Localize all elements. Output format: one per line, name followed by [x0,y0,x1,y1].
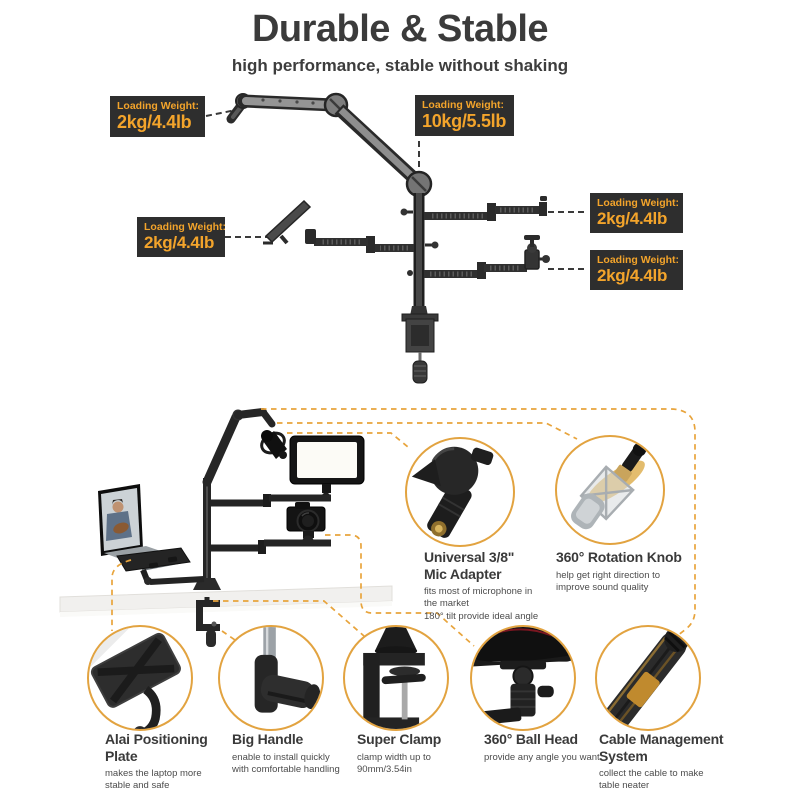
label-heading: Loading Weight: [144,221,227,233]
feature-title: 360° Rotation Knob [556,549,682,565]
cable-management-photo [595,625,701,731]
feature-desc: clamp width up to 90mm/3.54in [357,751,431,775]
label-heading: Loading Weight: [597,254,680,266]
product-photo [59,408,393,647]
feature-desc: makes the laptop more stable and safe [105,768,202,792]
feature-title: 360° Ball Head [484,731,578,747]
loading-weight-label-left-mid: Loading Weight: 2kg/4.4lb [137,217,227,258]
alai-plate-photo [87,625,193,731]
feature-title: Alai Positioning Plate [105,731,208,764]
big-handle-photo [218,625,324,731]
label-value: 2kg/4.4lb [144,232,215,252]
stand-diagram [205,92,588,384]
feature-big-handle: Big Handle enable to install quickly wit… [232,731,357,776]
feature-desc: help get right direction to improve soun… [556,569,661,593]
feature-desc: enable to install quickly with comfortab… [232,751,340,775]
loading-weight-label-right-lower: Loading Weight: 2kg/4.4lb [590,250,683,291]
rotation-knob-photo [555,435,665,545]
label-value: 2kg/4.4lb [597,265,668,285]
header: Durable & Stable high performance, stabl… [0,8,800,76]
feature-desc: provide any angle you want [484,751,600,763]
ball-head-photo [470,625,576,731]
feature-title: Universal 3/8" Mic Adapter [424,549,515,582]
page-subtitle: high performance, stable without shaking [231,55,569,75]
page-title: Durable & Stable [251,8,549,50]
label-heading: Loading Weight: [117,100,200,112]
feature-cable-management: Cable Management System collect the cabl… [599,731,734,793]
feature-title: Cable Management System [599,731,724,764]
super-clamp-photo [343,625,449,731]
label-heading: Loading Weight: [422,99,505,111]
loading-weight-label-right-upper: Loading Weight: 2kg/4.4lb [590,193,683,234]
feature-rotation-knob: 360° Rotation Knob help get right direct… [556,549,696,594]
loading-weight-label-top-left: Loading Weight: 2kg/4.4lb [110,96,205,138]
callout-connector-lines [111,408,696,647]
label-value: 2kg/4.4lb [597,208,668,228]
loading-weight-label-main-arm: Loading Weight: 10kg/5.5lb [415,95,514,137]
feature-title: Big Handle [232,731,304,747]
label-heading: Loading Weight: [597,197,680,209]
feature-title: Super Clamp [357,731,442,747]
feature-desc: fits most of microphone in the market 18… [424,586,539,622]
feature-ball-head: 360° Ball Head provide any angle you wan… [484,731,614,764]
feature-mic-adapter: Universal 3/8" Mic Adapter fits most of … [424,549,559,623]
label-value: 10kg/5.5lb [422,110,507,131]
feature-alai-plate: Alai Positioning Plate makes the laptop … [105,731,225,793]
feature-super-clamp: Super Clamp clamp width up to 90mm/3.54i… [357,731,467,776]
label-value: 2kg/4.4lb [117,111,192,132]
feature-desc: collect the cable to make table neater [599,768,704,792]
diagram-dashes [205,109,588,270]
mic-adapter-photo [405,437,515,547]
